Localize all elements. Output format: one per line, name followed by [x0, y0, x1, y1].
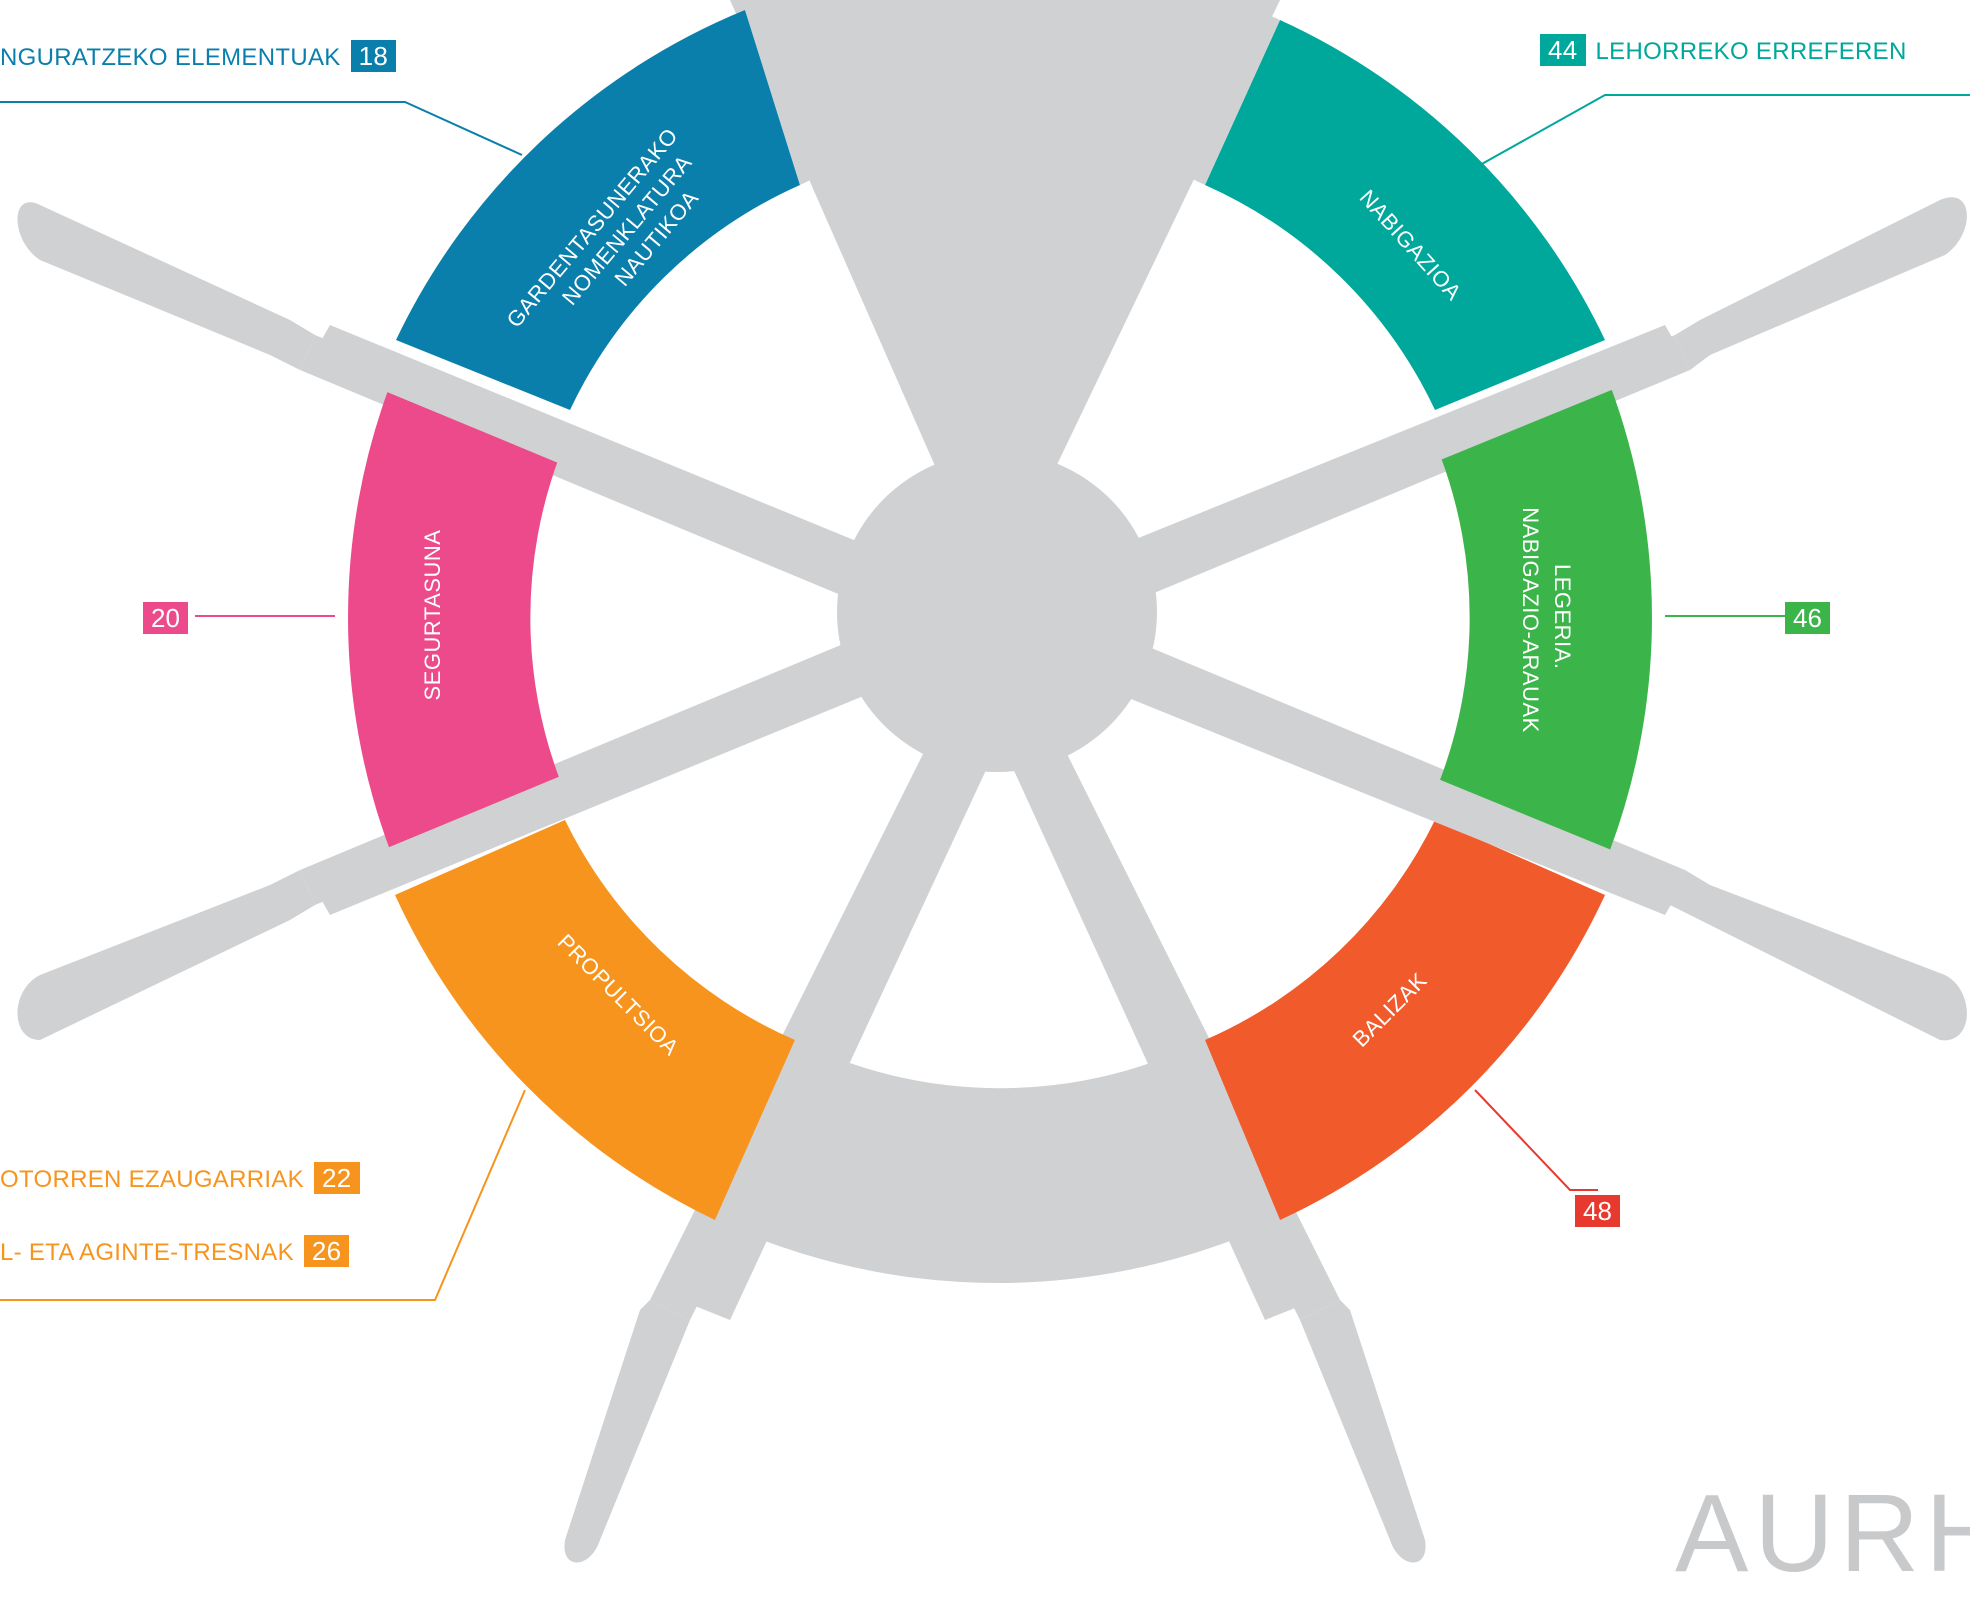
callout-top-right[interactable]: 44 LEHORREKO ERREFEREN: [1540, 34, 1907, 67]
segment-gardentasuna[interactable]: [396, 10, 800, 410]
segment-nabigazioa[interactable]: [1205, 20, 1605, 410]
segment-legeria[interactable]: [1440, 385, 1652, 850]
page-badge-44: 44: [1540, 34, 1586, 66]
page-title: AURH: [1675, 1472, 1970, 1595]
page-badge-22: 22: [313, 1162, 360, 1194]
page-badge-26: 26: [303, 1235, 350, 1267]
callout-bottom-left-2[interactable]: L- ETA AGINTE-TRESNAK 26: [0, 1235, 350, 1268]
segment-segurtasuna[interactable]: [348, 385, 560, 850]
page-badge-48[interactable]: 48: [1575, 1195, 1620, 1227]
wheel-hub: [837, 452, 1157, 772]
callout-bottom-left-1[interactable]: OTORREN EZAUGARRIAK 22: [0, 1162, 360, 1195]
label-segurtasuna: SEGURTASUNA: [420, 530, 445, 701]
callout-bottom-left-2-text: L- ETA AGINTE-TRESNAK: [0, 1239, 294, 1266]
wheel-spokes: [17, 0, 1967, 1563]
callout-top-right-text: LEHORREKO ERREFEREN: [1595, 38, 1907, 65]
callout-bottom-left-1-text: OTORREN EZAUGARRIAK: [0, 1166, 304, 1193]
segment-balizak[interactable]: [1205, 820, 1605, 1220]
page-badge-20[interactable]: 20: [143, 602, 188, 634]
wheel-spokes-front: [310, 10, 1685, 1320]
callout-top-left[interactable]: NGURATZEKO ELEMENTUAK 18: [0, 40, 397, 73]
label-legeria: LEGERIA. NABIGAZIO-ARAUAK: [1518, 507, 1575, 733]
callout-lines: [0, 94, 1970, 1301]
page-badge-46[interactable]: 46: [1785, 602, 1830, 634]
callout-top-left-text: NGURATZEKO ELEMENTUAK: [0, 44, 341, 71]
segment-propultsioa[interactable]: [395, 820, 795, 1220]
page-badge-18: 18: [350, 40, 397, 72]
